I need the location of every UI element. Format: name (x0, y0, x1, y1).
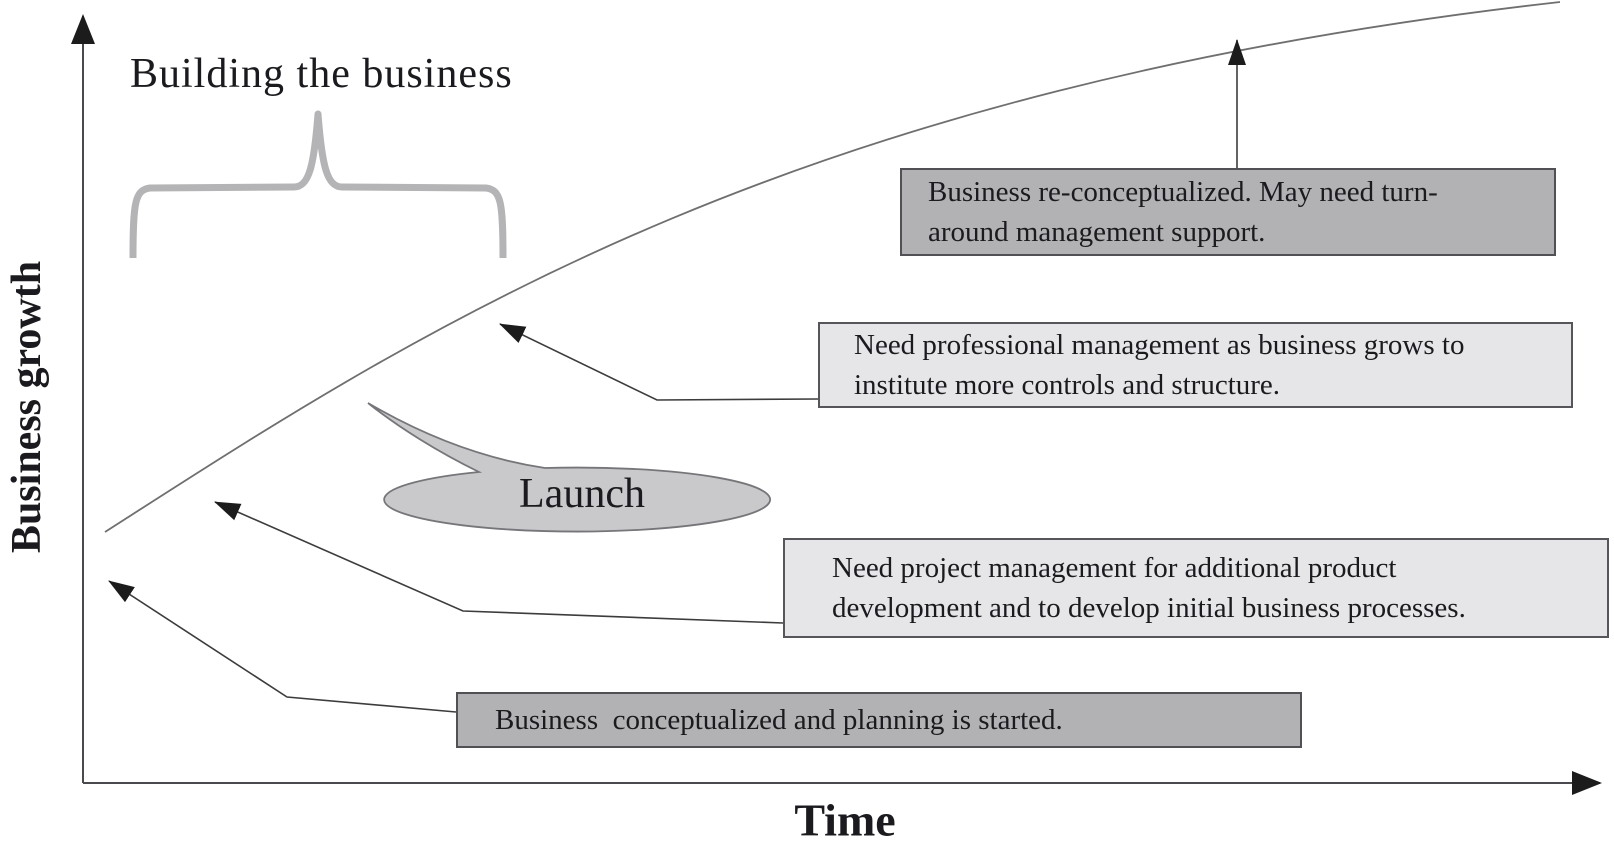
connector-conceptualized-arrow (108, 580, 457, 713)
annotation-conceptualized: Business conceptualized and planning is … (456, 692, 1302, 748)
connector-project-arrow (214, 501, 784, 624)
launch-label: Launch (519, 471, 645, 517)
x-axis-label: Time (794, 794, 896, 846)
annotation-text: Business conceptualized and planning is … (495, 704, 1063, 736)
annotation-professional-management: Need professional management as business… (818, 322, 1573, 408)
annotation-text: institute more controls and structure. (854, 369, 1281, 401)
annotation-project-management: Need project management for additional p… (783, 538, 1609, 638)
y-axis-label: Business growth (4, 260, 50, 554)
connector-professional-arrow (499, 323, 819, 401)
annotation-reconceptualized: Business re-conceptualized. May need tur… (900, 168, 1556, 256)
annotation-text: around management support. (928, 216, 1266, 248)
annotation-text: Need project management for additional p… (832, 552, 1397, 584)
building-phase-brace (129, 110, 507, 259)
annotation-text: Need professional management as business… (854, 329, 1465, 361)
annotation-text: Business re-conceptualized. May need tur… (928, 176, 1438, 208)
annotation-text: development and to develop initial busin… (832, 592, 1466, 624)
building-phase-label: Building the business (130, 51, 513, 97)
launch-bubble-shape (367, 402, 772, 533)
